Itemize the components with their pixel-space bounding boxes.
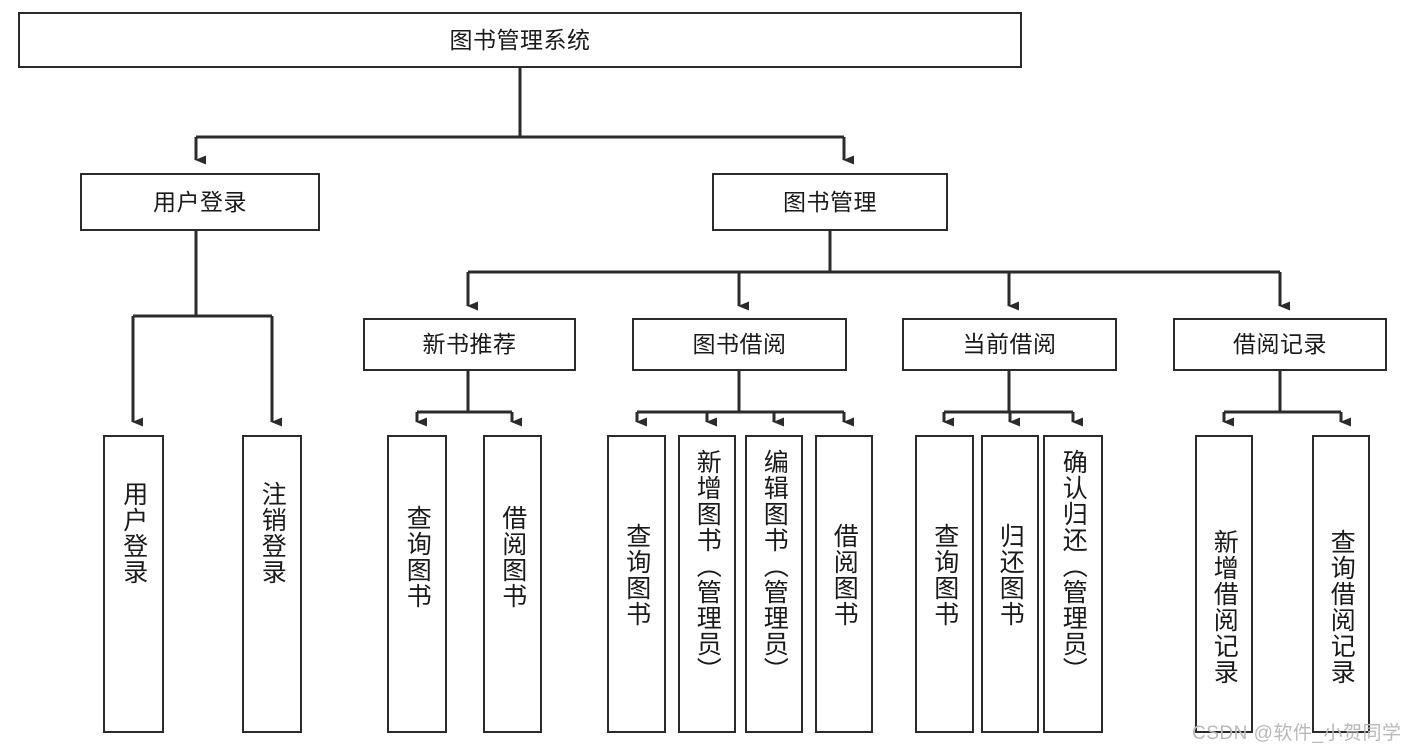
node-label: 用户登录 (153, 188, 247, 215)
node-label: 查询图书 (622, 523, 651, 627)
node-leaf-query-loan-record[interactable]: 查询借阅记录 (1312, 435, 1370, 733)
node-leaf-query-book-current[interactable]: 查询图书 (915, 435, 974, 733)
node-label: 图书管理系统 (449, 26, 591, 53)
node-leaf-add-loan-record[interactable]: 新增借阅记录 (1195, 435, 1253, 733)
node-label: 新增图书（管理员） (693, 449, 722, 683)
node-leaf-add-book-admin[interactable]: 新增图书（管理员） (678, 435, 736, 733)
node-leaf-logout[interactable]: 注销登录 (242, 435, 302, 733)
node-current-loan[interactable]: 当前借阅 (902, 318, 1117, 371)
node-label: 查询图书 (930, 523, 959, 627)
node-new-book-recommend[interactable]: 新书推荐 (363, 318, 576, 371)
node-label: 用户登录 (119, 481, 148, 585)
node-loan-record[interactable]: 借阅记录 (1173, 318, 1387, 371)
node-book-manage[interactable]: 图书管理 (712, 173, 948, 231)
node-label: 查询借阅记录 (1327, 529, 1356, 685)
node-user-login[interactable]: 用户登录 (80, 173, 320, 231)
node-label: 注销登录 (258, 481, 287, 585)
node-label: 借阅图书 (830, 523, 859, 627)
csdn-watermark: CSDN @软件_小贺同学 (1192, 723, 1402, 744)
node-label: 新书推荐 (422, 331, 517, 358)
node-label: 新增借阅记录 (1210, 529, 1239, 685)
node-label: 查询图书 (403, 505, 432, 609)
node-leaf-borrow-book-recommend[interactable]: 借阅图书 (483, 435, 542, 733)
node-leaf-edit-book-admin[interactable]: 编辑图书（管理员） (745, 435, 803, 733)
node-label: 图书管理 (783, 188, 877, 215)
node-label: 图书借阅 (692, 331, 787, 358)
node-label: 确认归还（管理员） (1059, 449, 1088, 683)
node-leaf-return-book[interactable]: 归还图书 (981, 435, 1039, 733)
node-book-borrow[interactable]: 图书借阅 (632, 318, 847, 371)
node-leaf-borrow-book[interactable]: 借阅图书 (815, 435, 873, 733)
node-leaf-query-book-borrow[interactable]: 查询图书 (607, 435, 666, 733)
node-label: 当前借阅 (962, 331, 1057, 358)
node-leaf-query-book-recommend[interactable]: 查询图书 (387, 435, 447, 733)
node-root-system[interactable]: 图书管理系统 (18, 12, 1022, 68)
node-label: 借阅记录 (1233, 331, 1327, 358)
node-leaf-user-login[interactable]: 用户登录 (103, 435, 164, 733)
node-leaf-confirm-return-admin[interactable]: 确认归还（管理员） (1043, 435, 1103, 733)
node-label: 编辑图书（管理员） (760, 449, 789, 683)
node-label: 借阅图书 (498, 505, 527, 609)
node-label: 归还图书 (996, 523, 1025, 627)
